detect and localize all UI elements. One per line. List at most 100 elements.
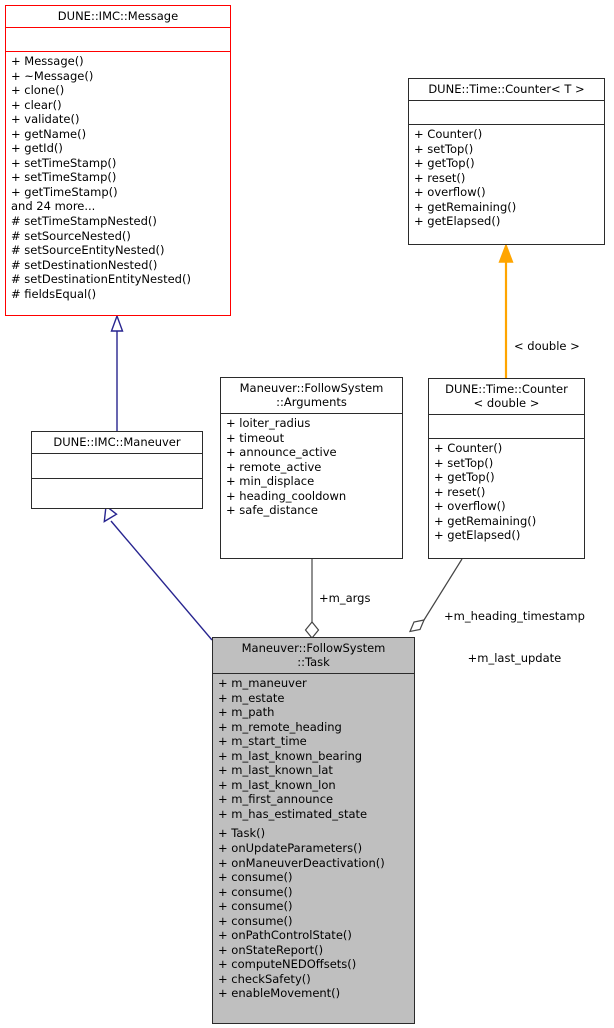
class-title-maneuver-followsystem-arguments: Maneuver::FollowSystem ::Arguments [221,378,402,414]
operation-item: # setTimeStampNested() [11,214,157,229]
operation-item: + getTimeStamp() [11,184,118,199]
class-title-text: DUNE::IMC::Message [57,9,179,23]
class-title-maneuver-followsystem-task: Maneuver::FollowSystem ::Task [213,638,414,674]
template-binding-counter [498,243,514,378]
class-attributes-maneuver-followsystem-task: + m_maneuver + m_estate + m_path + m_rem… [213,674,414,824]
operation-item: + onStateReport() [218,942,324,957]
class-box-dune-imc-message[interactable]: DUNE::IMC::Message + Message() + ~Messag… [5,5,231,316]
attribute-item: + m_last_known_lon [218,777,336,792]
operation-item: # setSourceNested() [11,228,131,243]
operation-item: # setDestinationNested() [11,257,158,272]
class-operations-maneuver-followsystem-arguments [221,521,402,549]
class-title-text-line2: ::Arguments [276,395,347,409]
operation-item: + ~Message() [11,68,94,83]
class-box-maneuver-followsystem-task[interactable]: Maneuver::FollowSystem ::Task + m_maneuv… [212,637,415,1024]
attribute-item: + m_start_time [218,734,307,749]
operation-item: + clear() [11,97,62,112]
attribute-item: + timeout [226,430,285,445]
class-title-dune-time-counter-double: DUNE::Time::Counter < double > [429,379,584,415]
operation-item: + onManeuverDeactivation() [218,855,385,870]
class-attributes-dune-imc-message [6,28,230,52]
class-title-text-line2: ::Task [297,655,330,669]
operation-item: + enableMovement() [218,986,341,1001]
operation-item: + Counter() [414,127,483,141]
class-title-dune-imc-maneuver: DUNE::IMC::Maneuver [32,432,202,454]
operation-item: + consume() [218,899,293,914]
operation-item: + getRemaining() [414,199,517,214]
operation-item: + computeNEDOffsets() [218,957,357,972]
operation-item: + onUpdateParameters() [218,841,363,856]
operation-item: + consume() [218,884,293,899]
operation-item: + getElapsed() [434,528,521,543]
operations-more-label: and 24 more... [11,199,96,214]
attribute-item: + m_maneuver [218,676,307,690]
operation-item: + setTimeStamp() [11,170,117,185]
operation-item: # setSourceEntityNested() [11,243,165,258]
class-title-text-line1: Maneuver::FollowSystem [241,641,386,655]
class-title-text: DUNE::IMC::Maneuver [53,435,181,449]
class-attributes-dune-imc-maneuver [32,454,202,479]
operation-item: + setTimeStamp() [11,155,117,170]
generalization-message-maneuver [110,313,124,432]
class-title-text: DUNE::Time::Counter< T > [428,82,585,96]
attribute-item: + heading_cooldown [226,488,347,503]
operation-item: + getElapsed() [414,214,501,229]
operation-item: + getTop() [414,156,475,171]
operation-item: + Counter() [434,441,503,455]
class-operations-dune-time-counter-double: + Counter() + setTop() + getTop() + rese… [429,439,584,546]
operation-item: + Message() [11,54,84,68]
attribute-item: + m_remote_heading [218,719,342,734]
operation-item: + getName() [11,126,87,141]
operation-item: + getRemaining() [434,513,537,528]
class-title-text-line2: < double > [473,396,540,410]
class-box-maneuver-followsystem-arguments[interactable]: Maneuver::FollowSystem ::Arguments + loi… [220,377,403,559]
attribute-item: + m_first_announce [218,792,334,807]
template-binding-label: < double > [514,339,580,353]
operation-item: + onPathControlState() [218,928,352,943]
operation-item: + getTop() [434,470,495,485]
class-attributes-maneuver-followsystem-arguments: + loiter_radius + timeout + announce_act… [221,414,402,521]
operation-item: + consume() [218,870,293,885]
operation-item: + clone() [11,83,65,98]
class-title-dune-imc-message: DUNE::IMC::Message [6,6,230,28]
class-box-dune-time-counter-double[interactable]: DUNE::Time::Counter < double > + Counter… [428,378,585,559]
aggregation-role-label-args: +m_args [319,591,371,605]
attribute-item: + m_path [218,705,275,720]
class-box-dune-time-counter-template[interactable]: DUNE::Time::Counter< T > + Counter() + s… [408,78,605,245]
class-title-text-line1: Maneuver::FollowSystem [239,381,384,395]
class-operations-dune-imc-maneuver [32,479,202,504]
operation-item: + reset() [414,170,466,185]
operation-item: + consume() [218,913,293,928]
attribute-item: + loiter_radius [226,416,311,430]
class-box-dune-imc-maneuver[interactable]: DUNE::IMC::Maneuver [31,431,203,509]
role-label-line1: +m_heading_timestamp [444,609,585,623]
operation-item: + validate() [11,112,80,127]
attribute-item: + remote_active [226,459,322,474]
operation-item: + getId() [11,141,63,156]
attribute-item: + min_displace [226,474,315,489]
operation-item: + overflow() [414,185,486,200]
aggregation-role-label-counter: +m_heading_timestamp +m_last_update [444,581,585,693]
aggregation-arguments-task [304,559,320,639]
role-label-line2: +m_last_update [467,651,562,665]
class-operations-dune-time-counter-template: + Counter() + setTop() + getTop() + rese… [409,125,604,232]
operation-item: # setDestinationEntityNested() [11,272,191,287]
operation-item: + Task() [218,826,266,841]
operation-item: + overflow() [434,499,506,514]
operation-item: + setTop() [434,455,494,470]
attribute-item: + m_has_estimated_state [218,806,368,821]
class-title-text-line1: DUNE::Time::Counter [445,382,568,396]
class-operations-dune-imc-message: + Message() + ~Message() + clone() + cle… [6,52,230,304]
attribute-item: + announce_active [226,445,337,460]
attribute-item: + m_estate [218,690,285,705]
attribute-item: + m_last_known_lat [218,763,333,778]
operation-item: + checkSafety() [218,971,311,986]
operation-item: + setTop() [414,141,474,156]
class-title-dune-time-counter-template: DUNE::Time::Counter< T > [409,79,604,101]
operation-item: + reset() [434,484,486,499]
class-attributes-dune-time-counter-double [429,415,584,439]
class-attributes-dune-time-counter-template [409,101,604,125]
operation-item: # fieldsEqual() [11,286,97,301]
generalization-maneuver-task [103,504,213,641]
